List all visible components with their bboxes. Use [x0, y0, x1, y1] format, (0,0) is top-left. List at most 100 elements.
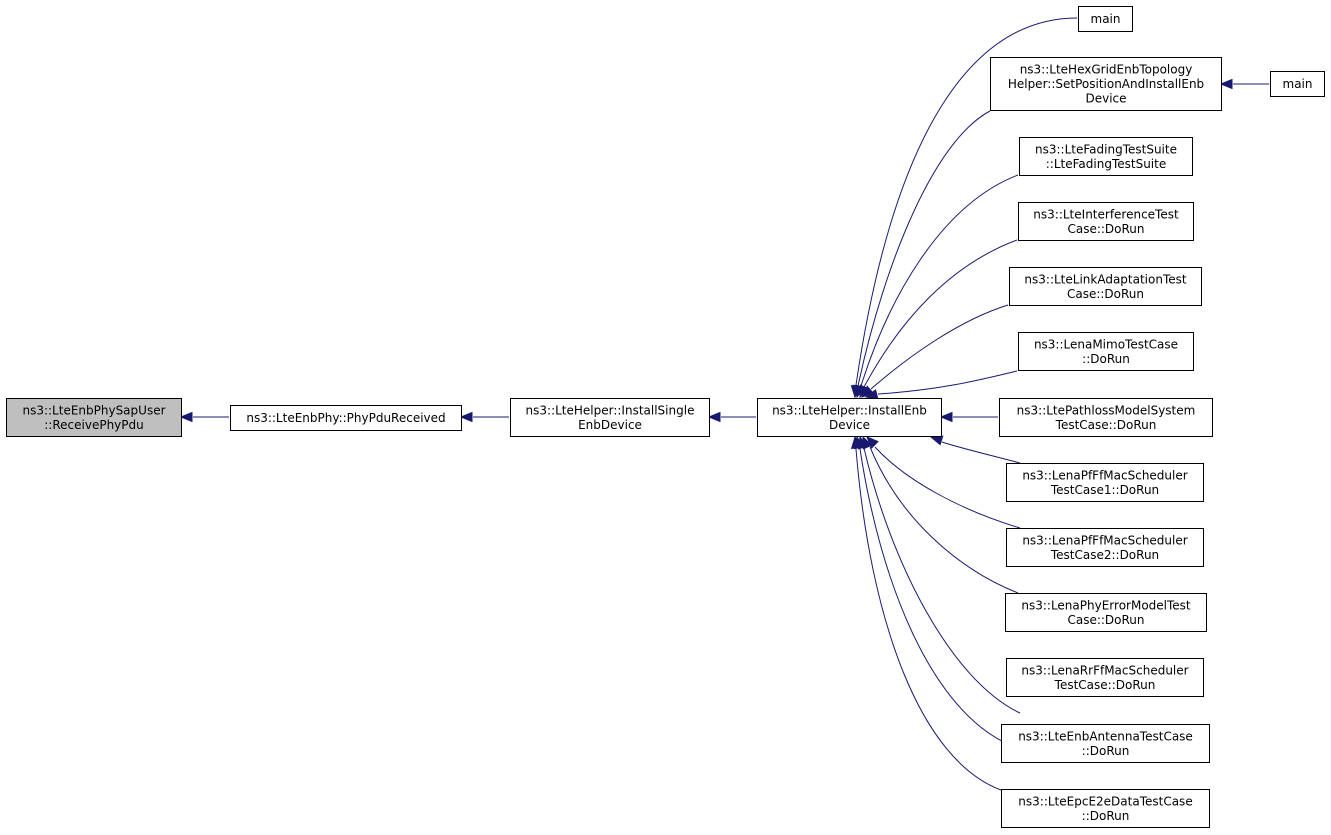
node-box: [990, 57, 1222, 111]
node-box: [230, 405, 462, 431]
node-pathloss-model-test[interactable]: ns3::LtePathlossModelSystemTestCase::DoR…: [999, 398, 1213, 437]
arrowhead: [850, 435, 862, 449]
node-label-line: ns3::LteFadingTestSuite: [1035, 142, 1177, 156]
edge-install-single-to-phy-pdu-received: [459, 411, 509, 423]
node-label-line: ns3::LteInterferenceTest: [1033, 207, 1179, 221]
node-label-line: ns3::LteEnbPhy::PhyPduReceived: [246, 411, 445, 425]
node-label-line: ::DoRun: [1082, 352, 1130, 366]
node-main-1[interactable]: main: [1078, 6, 1133, 32]
node-box: [1001, 789, 1210, 828]
arrowhead: [459, 411, 473, 423]
edge-fading-to-install-enb: [855, 174, 1019, 399]
node-epc-e2e-data-test[interactable]: ns3::LteEpcE2eDataTestCase::DoRun: [1001, 789, 1210, 828]
edge-phy-pdu-received-to-receive-phy-pdu: [179, 411, 229, 423]
node-box: [1006, 658, 1204, 697]
node-label-line: ns3::LtePathlossModelSystem: [1017, 403, 1196, 417]
node-label-line: main: [1091, 12, 1121, 26]
node-fading-test-suite[interactable]: ns3::LteFadingTestSuite::LteFadingTestSu…: [1019, 137, 1193, 176]
edge-line: [859, 448, 1011, 746]
edge-pathloss-to-install-enb: [939, 411, 998, 423]
edge-line: [874, 446, 1021, 529]
node-box: [1005, 593, 1207, 632]
arrowhead: [939, 411, 953, 423]
arrowhead: [929, 435, 944, 446]
node-lena-mimo-test[interactable]: ns3::LenaMimoTestCase::DoRun: [1018, 332, 1194, 371]
arrowhead: [179, 411, 193, 423]
edge-line: [857, 110, 991, 387]
edge-install-enb-to-install-single: [707, 411, 756, 423]
node-label-line: ns3::LteLinkAdaptationTest: [1024, 272, 1186, 286]
node-main-2[interactable]: main: [1270, 71, 1325, 97]
edge-phy-error-to-install-enb: [862, 435, 1019, 594]
node-pf-scheduler-test1[interactable]: ns3::LenaPfFfMacSchedulerTestCase1::DoRu…: [1006, 463, 1204, 502]
node-label-line: ns3::LteEpcE2eDataTestCase: [1018, 794, 1192, 808]
node-label-line: ns3::LteEnbPhySapUser: [22, 403, 165, 417]
edge-line: [863, 239, 1018, 388]
edge-line: [941, 441, 1021, 464]
node-label-line: ns3::LteHelper::InstallEnb: [772, 403, 927, 417]
edge-pf2-to-install-enb: [866, 436, 1021, 529]
edge-line: [860, 174, 1019, 387]
edge-line: [877, 370, 1018, 395]
node-box: [999, 398, 1213, 437]
node-box: [1018, 202, 1194, 241]
node-enb-antenna-test[interactable]: ns3::LteEnbAntennaTestCase::DoRun: [1001, 724, 1210, 763]
edge-hex-grid-to-install-enb: [852, 110, 991, 399]
edge-interference-to-install-enb: [859, 239, 1018, 399]
node-label-line: ns3::LenaPhyErrorModelTest: [1021, 598, 1191, 612]
arrowhead: [1219, 78, 1233, 90]
node-label-line: ns3::LenaMimoTestCase: [1034, 337, 1178, 351]
node-box: [1006, 528, 1204, 567]
node-box: [1078, 6, 1133, 32]
node-box: [510, 398, 710, 437]
arrowhead: [864, 389, 879, 400]
edge-line: [870, 304, 1009, 390]
edge-mimo-to-install-enb: [864, 370, 1018, 400]
node-phy-pdu-received[interactable]: ns3::LteEnbPhy::PhyPduReceived: [230, 405, 462, 431]
node-box: [757, 398, 942, 437]
node-label-line: Helper::SetPositionAndInstallEnb: [1008, 77, 1204, 91]
node-box: [1270, 71, 1325, 97]
node-label-line: ns3::LenaRrFfMacScheduler: [1021, 663, 1188, 677]
node-box: [1018, 332, 1194, 371]
edge-pf1-to-install-enb: [929, 435, 1021, 464]
edge-line: [855, 448, 1002, 791]
edge-epc-e2e-to-install-enb: [850, 435, 1002, 791]
node-box: [1009, 267, 1202, 306]
node-label-line: ns3::LteEnbAntennaTestCase: [1018, 729, 1193, 743]
node-label-line: ns3::LteHexGridEnbTopology: [1020, 63, 1193, 77]
node-hex-grid-set-position[interactable]: ns3::LteHexGridEnbTopologyHelper::SetPos…: [990, 57, 1222, 111]
node-label-line: ::DoRun: [1082, 809, 1130, 823]
edge-line: [855, 17, 1078, 386]
edge-line: [869, 446, 1019, 594]
node-label-line: ns3::LteHelper::InstallSingle: [526, 403, 695, 417]
node-receive-phy-pdu[interactable]: ns3::LteEnbPhySapUser::ReceivePhyPdu: [6, 398, 182, 437]
node-label-line: ns3::LenaPfFfMacScheduler: [1022, 468, 1187, 482]
node-label-line: Case::DoRun: [1067, 222, 1144, 236]
node-box: [1006, 463, 1204, 502]
node-label-line: main: [1283, 77, 1313, 91]
edge-rr-to-install-enb: [858, 435, 1021, 714]
node-label-line: ::DoRun: [1082, 744, 1130, 758]
node-label-line: EnbDevice: [578, 418, 642, 432]
node-pf-scheduler-test2[interactable]: ns3::LenaPfFfMacSchedulerTestCase2::DoRu…: [1006, 528, 1204, 567]
edge-link-adaptation-to-install-enb: [861, 304, 1009, 398]
node-label-line: Device: [1085, 92, 1126, 106]
node-label-line: Case::DoRun: [1067, 613, 1144, 627]
node-label-line: Device: [829, 418, 870, 432]
node-label-line: TestCase::DoRun: [1055, 418, 1157, 432]
node-label-line: ::LteFadingTestSuite: [1046, 157, 1166, 171]
edge-line: [863, 447, 1021, 714]
node-label-line: Case::DoRun: [1067, 287, 1144, 301]
node-label-line: TestCase2::DoRun: [1050, 548, 1159, 562]
arrowhead: [861, 385, 875, 398]
node-label-line: ::ReceivePhyPdu: [44, 418, 143, 432]
node-label-line: TestCase::DoRun: [1054, 678, 1156, 692]
